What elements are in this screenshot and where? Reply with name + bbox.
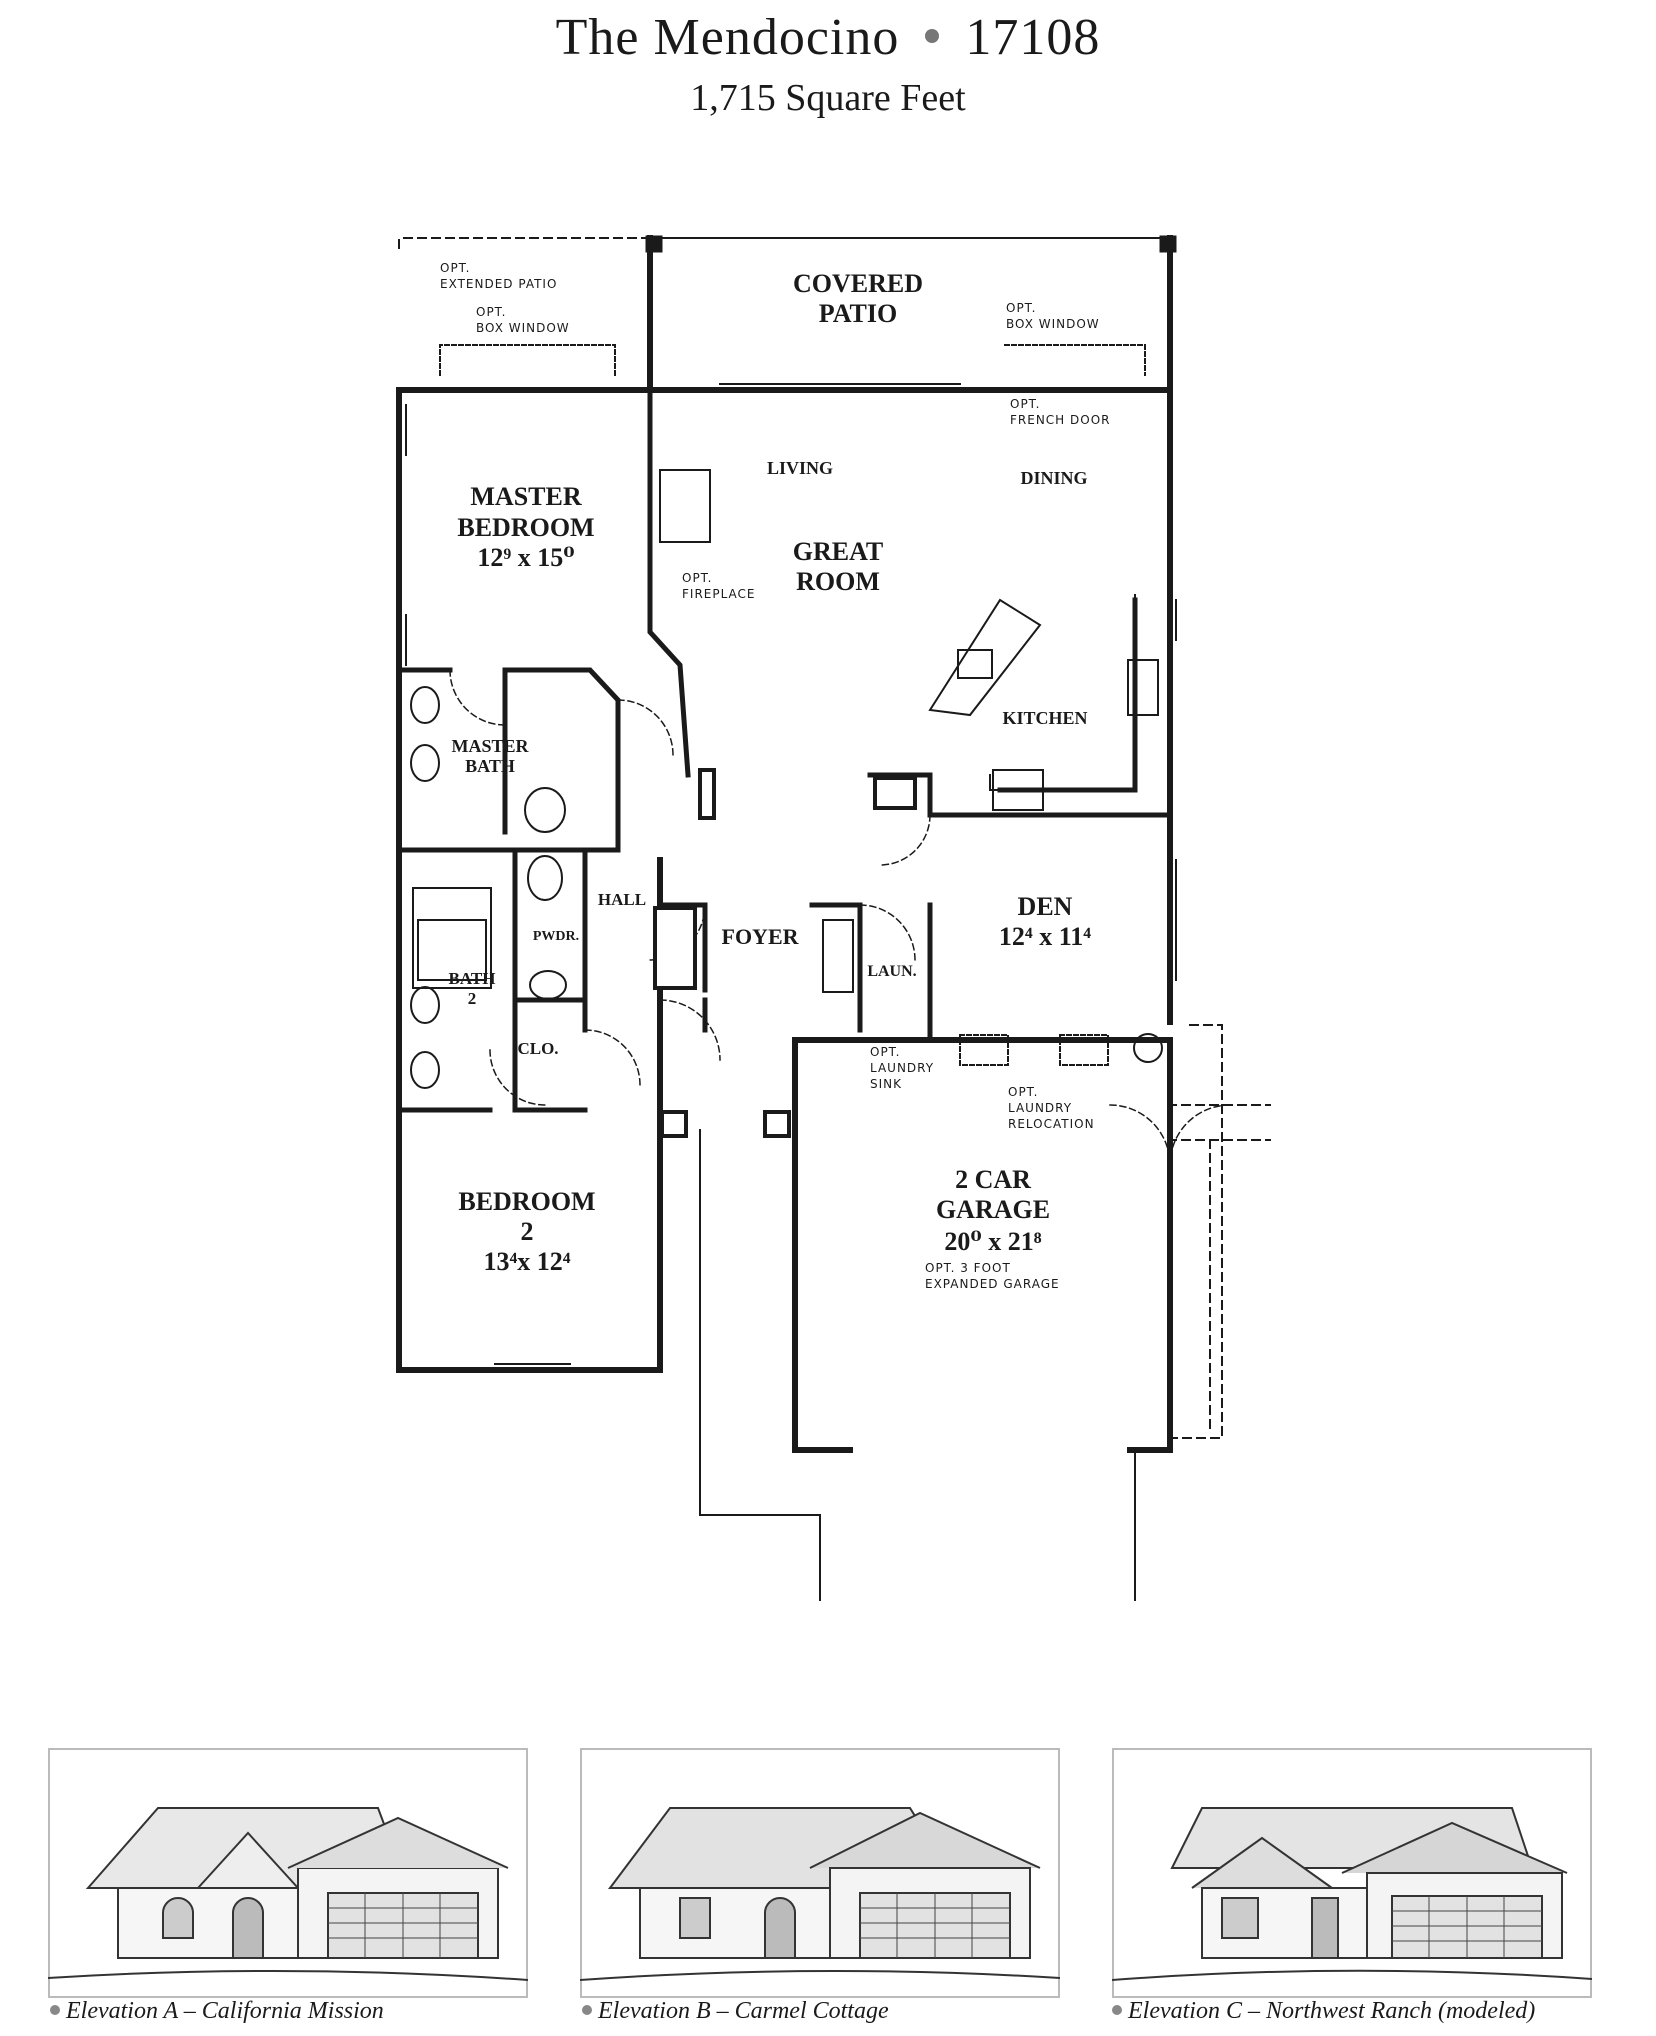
note-extended-patio: OPT. [440, 261, 470, 275]
label-covered-patio: COVERED [793, 269, 923, 298]
plan-title: The Mendocino 17108 [0, 8, 1656, 67]
label-garage: 2 CAR [955, 1165, 1031, 1194]
label-master-bath: MASTER [451, 736, 529, 756]
label-dining: DINING [1020, 468, 1087, 488]
svg-text:PATIO: PATIO [819, 299, 897, 328]
bullet-icon [582, 2005, 592, 2016]
elevation-a-caption: Elevation A – California Mission [50, 1998, 384, 2025]
kitchen-island [928, 598, 1042, 717]
elevation-b-image [580, 1748, 1060, 1998]
svg-text:LAUNDRY: LAUNDRY [870, 1061, 934, 1075]
sink [957, 649, 993, 679]
cooktop [1127, 659, 1159, 716]
fireplace [659, 469, 711, 543]
label-great-room: GREAT [793, 537, 884, 566]
bullet-icon [50, 2005, 60, 2016]
svg-text:20⁰ x 21⁸: 20⁰ x 21⁸ [944, 1227, 1041, 1256]
svg-text:SINK: SINK [870, 1077, 902, 1091]
driveway [699, 1129, 1136, 1601]
note-french-door: OPT. [1010, 397, 1040, 411]
svg-text:LAUNDRY: LAUNDRY [1008, 1101, 1072, 1115]
note-box-window-left: OPT. [476, 305, 506, 319]
bullet-icon [925, 29, 940, 44]
label-kitchen: KITCHEN [1002, 708, 1087, 728]
elevation-c-image [1112, 1748, 1592, 1998]
svg-text:12⁹ x 15⁰: 12⁹ x 15⁰ [477, 543, 574, 572]
note-expanded-garage: OPT. 3 FOOT [925, 1261, 1011, 1275]
label-den: DEN [1018, 892, 1073, 921]
label-living: LIVING [767, 458, 833, 478]
label-pwdr: PWDR. [533, 929, 579, 944]
svg-text:FRENCH DOOR: FRENCH DOOR [1010, 413, 1110, 427]
note-fireplace: OPT. [682, 571, 712, 585]
svg-text:RELOCATION: RELOCATION [1008, 1117, 1095, 1131]
floor-plan: COVERED PATIO LIVING DINING GREAT ROOM M… [396, 235, 1271, 1601]
svg-text:2: 2 [521, 1217, 534, 1246]
note-laundry-sink: OPT. [870, 1045, 900, 1059]
svg-text:13⁴x 12⁴: 13⁴x 12⁴ [483, 1247, 570, 1276]
label-bath-2: BATH [449, 969, 496, 988]
refrigerator [992, 769, 1044, 811]
label-bedroom-2: BEDROOM [458, 1187, 595, 1216]
note-box-window-right: OPT. [1006, 301, 1036, 315]
svg-text:2: 2 [468, 989, 477, 1008]
label-hall: HALL [598, 890, 646, 909]
plan-name: The Mendocino [555, 9, 900, 66]
svg-text:FIREPLACE: FIREPLACE [682, 587, 756, 601]
svg-text:BOX WINDOW: BOX WINDOW [1006, 317, 1100, 331]
plan-number: 17108 [965, 9, 1101, 66]
note-laundry-relocation: OPT. [1008, 1085, 1038, 1099]
label-master-bedroom: MASTER [470, 482, 581, 511]
svg-text:BEDROOM: BEDROOM [457, 513, 594, 542]
svg-text:EXTENDED PATIO: EXTENDED PATIO [440, 277, 557, 291]
svg-text:GARAGE: GARAGE [936, 1195, 1050, 1224]
door-swings [449, 669, 1231, 1166]
elevation-b-caption: Elevation B – Carmel Cottage [582, 1998, 889, 2025]
svg-text:EXPANDED GARAGE: EXPANDED GARAGE [925, 1277, 1060, 1291]
optional-extents [398, 237, 1271, 1439]
box-windows [439, 344, 1146, 376]
svg-text:BATH: BATH [465, 756, 515, 776]
windows [399, 383, 1177, 1371]
label-laun: LAUN. [867, 963, 916, 980]
svg-text:ROOM: ROOM [796, 567, 880, 596]
svg-text:12⁴ x 11⁴: 12⁴ x 11⁴ [999, 922, 1091, 951]
square-feet: 1,715 Square Feet [690, 77, 966, 119]
elevation-c-caption: Elevation C – Northwest Ranch (modeled) [1112, 1998, 1535, 2025]
svg-text:BOX WINDOW: BOX WINDOW [476, 321, 570, 335]
label-foyer: FOYER [722, 924, 800, 949]
elevation-a-image [48, 1748, 528, 1998]
bullet-icon [1112, 2005, 1122, 2016]
label-closet: CLO. [517, 1039, 558, 1058]
bath-fixtures [410, 686, 567, 1089]
